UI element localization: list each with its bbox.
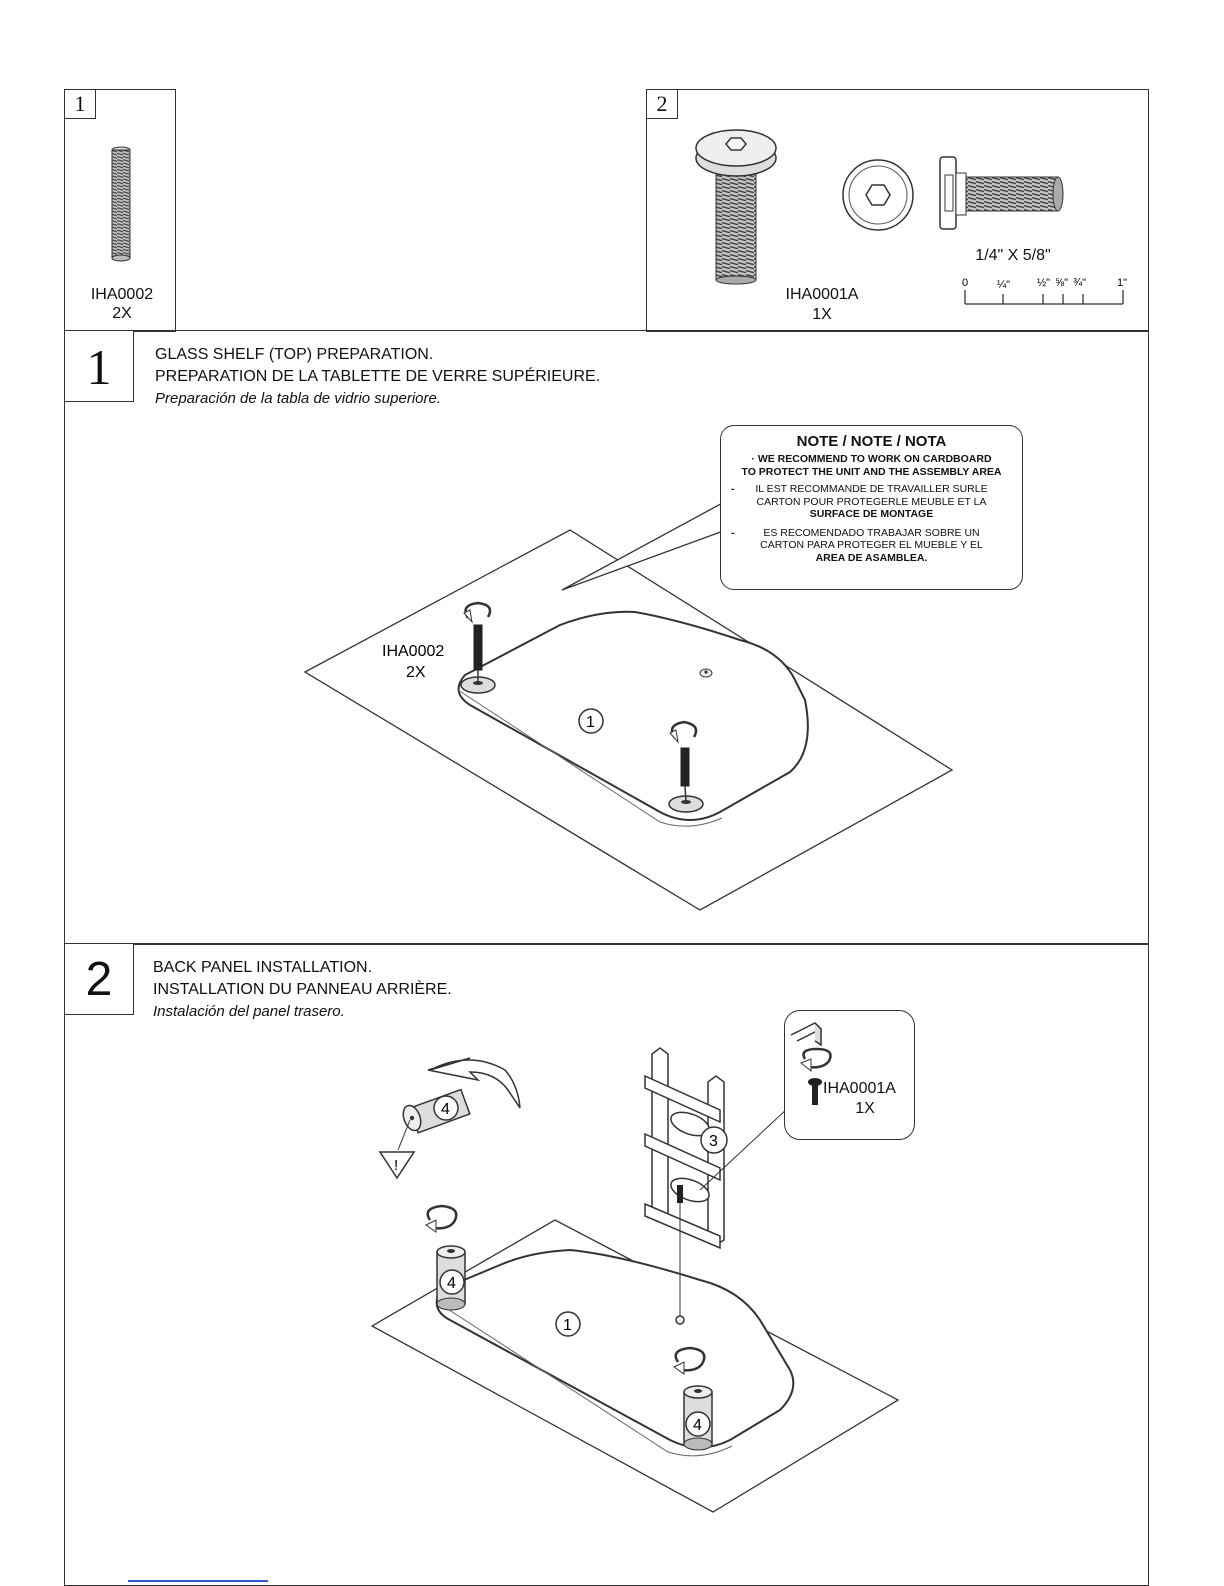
part2-qty: 1X — [812, 306, 832, 323]
ruler-label-0: 0 — [962, 277, 968, 289]
step2-shelf-marker: 1 — [563, 1317, 572, 1334]
step1-title-es: Preparación de la tabla de vidrio superi… — [155, 390, 442, 407]
rotate-arrow-2 — [670, 720, 698, 739]
rod-2 — [680, 747, 690, 787]
note-bullet-es: - — [731, 526, 735, 539]
part1-code: IHA0002 — [90, 286, 154, 303]
part2-frame — [646, 89, 1149, 332]
post-marker-left: 4 — [447, 1275, 456, 1292]
note-box: NOTE / NOTE / NOTA · WE RECOMMEND TO WOR… — [720, 425, 1023, 590]
post-marker-right: 4 — [693, 1417, 702, 1434]
note-fr-3: SURFACE DE MONTAGE — [809, 508, 934, 520]
step1-title-en: GLASS SHELF (TOP) PREPARATION. — [155, 346, 434, 363]
footer-link-line — [128, 1580, 268, 1582]
part2-code: IHA0001A — [785, 286, 859, 303]
bolt-side-icon — [939, 156, 1064, 230]
step2-title-es: Instalación del panel trasero. — [153, 1003, 345, 1020]
step2-title-en: BACK PANEL INSTALLATION. — [153, 959, 373, 976]
ruler-label-3: ⅝" — [1055, 277, 1068, 289]
rod-1 — [473, 624, 483, 671]
ruler-label-1: ¼" — [997, 279, 1010, 291]
step2-callout-qty: 1X — [855, 1100, 875, 1117]
threaded-rod-icon — [111, 146, 131, 262]
step1-illustration: 1 IHA0002 2X — [303, 499, 954, 911]
panel-marker: 3 — [709, 1133, 718, 1150]
step1-title-fr: PREPARATION DE LA TABLETTE DE VERRE SUPÉ… — [155, 368, 601, 385]
ruler-label-4: ¾" — [1073, 277, 1086, 289]
rotate-arrow-1 — [464, 601, 492, 619]
part1-tag: 1 — [64, 89, 96, 119]
step2-number: 2 — [64, 943, 134, 1015]
note-heading: NOTE / NOTE / NOTA — [796, 433, 947, 450]
hex-bolt-icon — [695, 129, 777, 285]
bolt-head-top-icon — [842, 159, 914, 231]
rotate-arrow-4 — [674, 1346, 706, 1372]
glass-shelf — [457, 610, 809, 821]
curved-arrow — [427, 1057, 521, 1109]
shelf-marker-circle — [578, 708, 604, 734]
bolt-small-icon — [808, 1078, 822, 1105]
step1-frame — [64, 330, 1149, 945]
step2-callout-code: IHA0001A — [823, 1080, 896, 1097]
step2-title-fr: INSTALLATION DU PANNEAU ARRIÈRE. — [153, 981, 452, 998]
warning-triangle — [378, 1151, 416, 1180]
part2-tag: 2 — [646, 89, 678, 119]
loose-post-marker: 4 — [441, 1101, 450, 1118]
note-es-1: ES RECOMENDADO TRABAJAR SOBRE UN — [763, 526, 980, 539]
note-pointer — [561, 499, 729, 591]
warning-mark: ! — [394, 1157, 398, 1174]
note-fr-2: CARTON POUR PROTEGERLE MEUBLE ET LA — [756, 495, 987, 508]
step1-shelf-marker: 1 — [586, 714, 595, 731]
step1-number: 1 — [64, 330, 134, 402]
part1-qty: 2X — [112, 305, 132, 322]
step2-callout-box: IHA0001A 1X — [784, 1010, 915, 1140]
note-en-1: · WE RECOMMEND TO WORK ON CARDBOARD — [751, 453, 992, 465]
ruler-label-2: ½" — [1037, 277, 1050, 289]
allen-key-icon — [790, 1022, 832, 1073]
note-es-3: AREA DE ASAMBLEA. — [815, 551, 928, 564]
ruler-label-5: 1" — [1117, 277, 1127, 289]
part2-size: 1/4" X 5/8" — [975, 247, 1051, 264]
rotate-arrow-3 — [426, 1204, 458, 1230]
back-panel — [644, 1047, 725, 1250]
step2-illustration: 4 4 1 3 4 ! — [370, 1047, 900, 1513]
size-ruler: 0 ¼" ½" ⅝" ¾" 1" — [962, 277, 1127, 305]
note-en-2: TO PROTECT THE UNIT AND THE ASSEMBLY ARE… — [741, 465, 1002, 478]
note-bullet-fr: - — [731, 483, 735, 495]
step1-callout-code: IHA0002 — [382, 643, 444, 660]
note-es-2: CARTON PARA PROTEGER EL MUEBLE Y EL — [760, 539, 983, 551]
note-fr-1: IL EST RECOMMANDE DE TRAVAILLER SURLE — [755, 483, 988, 495]
step1-callout-qty: 2X — [406, 664, 426, 681]
